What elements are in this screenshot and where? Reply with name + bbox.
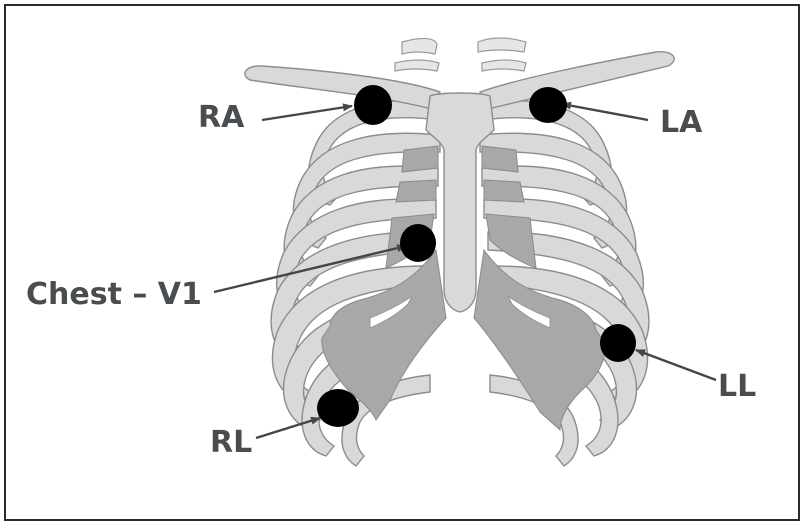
label-chest-v1: Chest – V1 [26,280,202,310]
electrode-v1 [400,224,436,262]
electrode-ra [354,85,392,125]
label-rl: RL [210,428,252,458]
electrode-rl [317,389,359,427]
lead-line-ll [636,350,716,380]
label-ll: LL [718,372,756,402]
label-ra: RA [198,103,244,133]
electrode-ll [600,324,636,362]
electrode-la [529,87,567,123]
vertebrae [395,38,526,71]
label-la: LA [660,108,702,138]
